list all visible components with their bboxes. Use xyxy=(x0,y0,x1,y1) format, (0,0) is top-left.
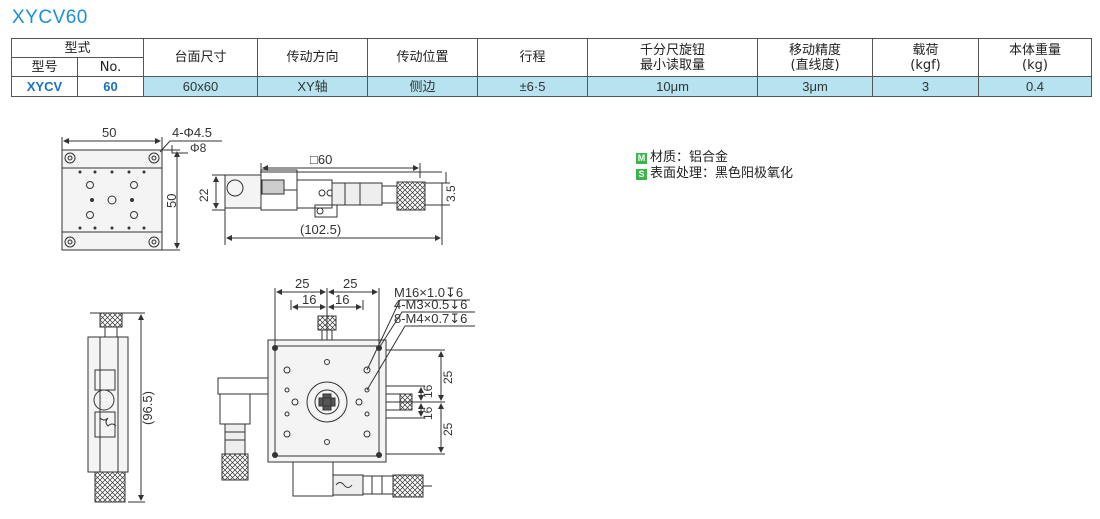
header-weight: 本体重量(kg) xyxy=(978,38,1093,77)
dim-counterbore: Φ8 xyxy=(190,141,207,155)
dim-right-25-b: 25 xyxy=(441,422,455,436)
dim-front-height: (96.5) xyxy=(140,391,155,425)
note-surface: S 表面处理：黑色阳极氧化 xyxy=(636,166,793,182)
top-view xyxy=(61,137,222,251)
header-table-size: 台面尺寸 xyxy=(143,38,259,77)
spec-table: 型式 台面尺寸 传动方向 传动位置 行程 千分尺旋钮最小读取量 移动精度(直线度… xyxy=(10,38,1093,97)
header-accuracy: 移动精度(直线度) xyxy=(757,38,874,77)
header-micrometer: 千分尺旋钮最小读取量 xyxy=(587,38,759,77)
note-material-text: 材质：铝合金 xyxy=(650,150,729,165)
cell-drive-direction: XY轴 xyxy=(257,76,369,97)
header-drive-position: 传动位置 xyxy=(367,38,479,77)
dim-top-width: 50 xyxy=(102,125,116,140)
dim-top-height: 50 xyxy=(164,194,179,208)
cell-weight: 0.4 xyxy=(978,76,1093,97)
cell-micrometer: 10μm xyxy=(587,76,759,97)
cell-model: XYCV xyxy=(11,76,78,97)
notes: M 材质：铝合金 S 表面处理：黑色阳极氧化 xyxy=(636,150,793,182)
surface-badge-icon: S xyxy=(636,168,647,180)
plan-view xyxy=(217,288,475,498)
dim-right-16-b: 16 xyxy=(421,406,435,420)
header-model: 型号 xyxy=(11,57,78,77)
dim-thread-m16: M16×1.0↧6 xyxy=(394,285,463,300)
cell-load: 3 xyxy=(872,76,980,97)
dim-plan-16-a: 16 xyxy=(302,292,316,307)
header-load: 载荷(kgf) xyxy=(872,38,980,77)
cell-accuracy: 3μm xyxy=(757,76,874,97)
dim-hole-spec: 4-Φ4.5 xyxy=(172,125,212,140)
material-badge-icon: M xyxy=(636,152,647,164)
dim-side-height: 22 xyxy=(197,188,211,202)
side-view xyxy=(212,163,450,245)
header-drive-direction: 传动方向 xyxy=(257,38,369,77)
dim-right-25-a: 25 xyxy=(441,370,455,384)
cell-travel: ±6·5 xyxy=(477,76,589,97)
cell-drive-position: 侧边 xyxy=(367,76,479,97)
note-surface-text: 表面处理：黑色阳极氧化 xyxy=(650,166,794,181)
page-title: XYCV60 xyxy=(12,7,88,28)
dim-plan-25-b: 25 xyxy=(343,276,357,291)
dim-plan-25-a: 25 xyxy=(295,276,309,291)
table-row: XYCV 60 60x60 XY轴 侧边 ±6·5 10μm 3μm 3 0.4 xyxy=(11,76,1093,97)
note-material: M 材质：铝合金 xyxy=(636,150,793,166)
front-view xyxy=(87,312,145,503)
header-type-group: 型式 xyxy=(10,38,145,58)
cell-no: 60 xyxy=(76,76,145,97)
dim-side-length: (102.5) xyxy=(300,222,341,237)
dim-plan-16-b: 16 xyxy=(335,292,349,307)
dim-thread-m3: 4-M3×0.5↧6 xyxy=(394,297,467,312)
dim-side-square: □60 xyxy=(310,152,332,167)
dim-right-16-a: 16 xyxy=(421,384,435,398)
dim-side-offset: 3.5 xyxy=(444,185,458,202)
cell-table-size: 60x60 xyxy=(143,76,259,97)
dim-thread-m4: 8-M4×0.7↧6 xyxy=(394,311,467,326)
